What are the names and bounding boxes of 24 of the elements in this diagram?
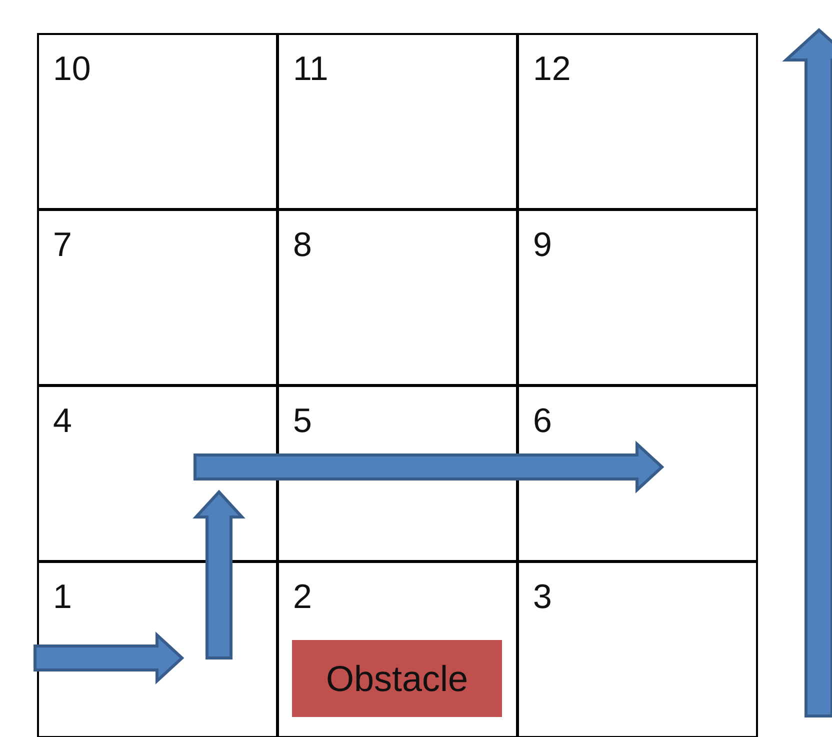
arrow [192, 490, 246, 660]
grid-cell [37, 209, 278, 386]
cell-number: 8 [293, 225, 312, 265]
grid-cell [277, 209, 518, 386]
grid-cell [517, 33, 758, 210]
cell-number: 4 [53, 401, 72, 441]
cell-number: 12 [533, 49, 571, 89]
cell-number: 5 [293, 401, 312, 441]
cell-number: 10 [53, 49, 91, 89]
cell-number: 7 [53, 225, 72, 265]
grid-cell [277, 33, 518, 210]
arrow [194, 440, 664, 494]
cell-number: 3 [533, 577, 552, 617]
cell-number: 9 [533, 225, 552, 265]
cell-number: 6 [533, 401, 552, 441]
cell-number: 2 [293, 577, 312, 617]
grid-cell [277, 561, 518, 737]
obstacle-block: Obstacle [292, 640, 502, 717]
grid-cell [37, 33, 278, 210]
cell-number: 1 [53, 577, 72, 617]
grid-cell [517, 561, 758, 737]
grid-cell [517, 209, 758, 386]
cell-number: 11 [293, 49, 328, 89]
arrow [34, 632, 184, 684]
